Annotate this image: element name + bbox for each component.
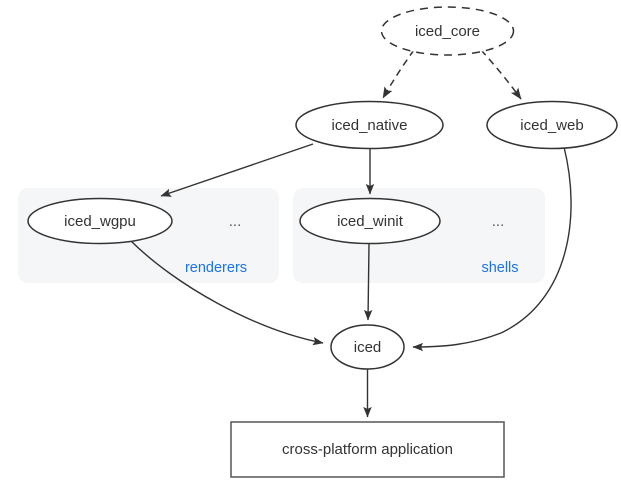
node-cross-platform-application-shape[interactable] <box>230 421 505 478</box>
node-iced-native[interactable]: iced_native <box>295 100 444 150</box>
edge-native-to-wgpu <box>160 143 314 197</box>
node-iced-core[interactable]: iced_core <box>380 6 515 56</box>
edge-core-to-native <box>382 49 415 99</box>
group-shells-label: shells <box>481 260 518 276</box>
node-cross-platform-application[interactable]: cross-platform application <box>230 421 505 478</box>
edge-web-to-iced <box>412 146 572 352</box>
node-iced-shape[interactable] <box>330 324 405 370</box>
node-iced-winit-shape[interactable] <box>299 197 441 245</box>
edges-layer <box>129 49 572 418</box>
shells-ellipsis-label: ... <box>492 213 505 230</box>
edge-core-to-web <box>480 49 522 100</box>
node-iced-core-shape[interactable] <box>380 6 515 56</box>
node-iced-web-shape[interactable] <box>486 100 618 150</box>
renderers-ellipsis-label: ... <box>229 213 242 230</box>
group-renderers-label: renderers <box>185 260 247 276</box>
node-iced-wgpu-shape[interactable] <box>27 197 173 245</box>
node-iced-wgpu[interactable]: iced_wgpu <box>27 197 173 245</box>
edge-wgpu-to-iced <box>129 239 324 346</box>
node-iced-web[interactable]: iced_web <box>486 100 618 150</box>
edge-winit-to-iced <box>363 243 373 321</box>
node-iced[interactable]: iced <box>330 324 405 370</box>
node-iced-native-shape[interactable] <box>295 100 444 150</box>
node-iced-winit[interactable]: iced_winit <box>299 197 441 245</box>
node-cross-platform-application-label: cross-platform application <box>282 441 453 458</box>
